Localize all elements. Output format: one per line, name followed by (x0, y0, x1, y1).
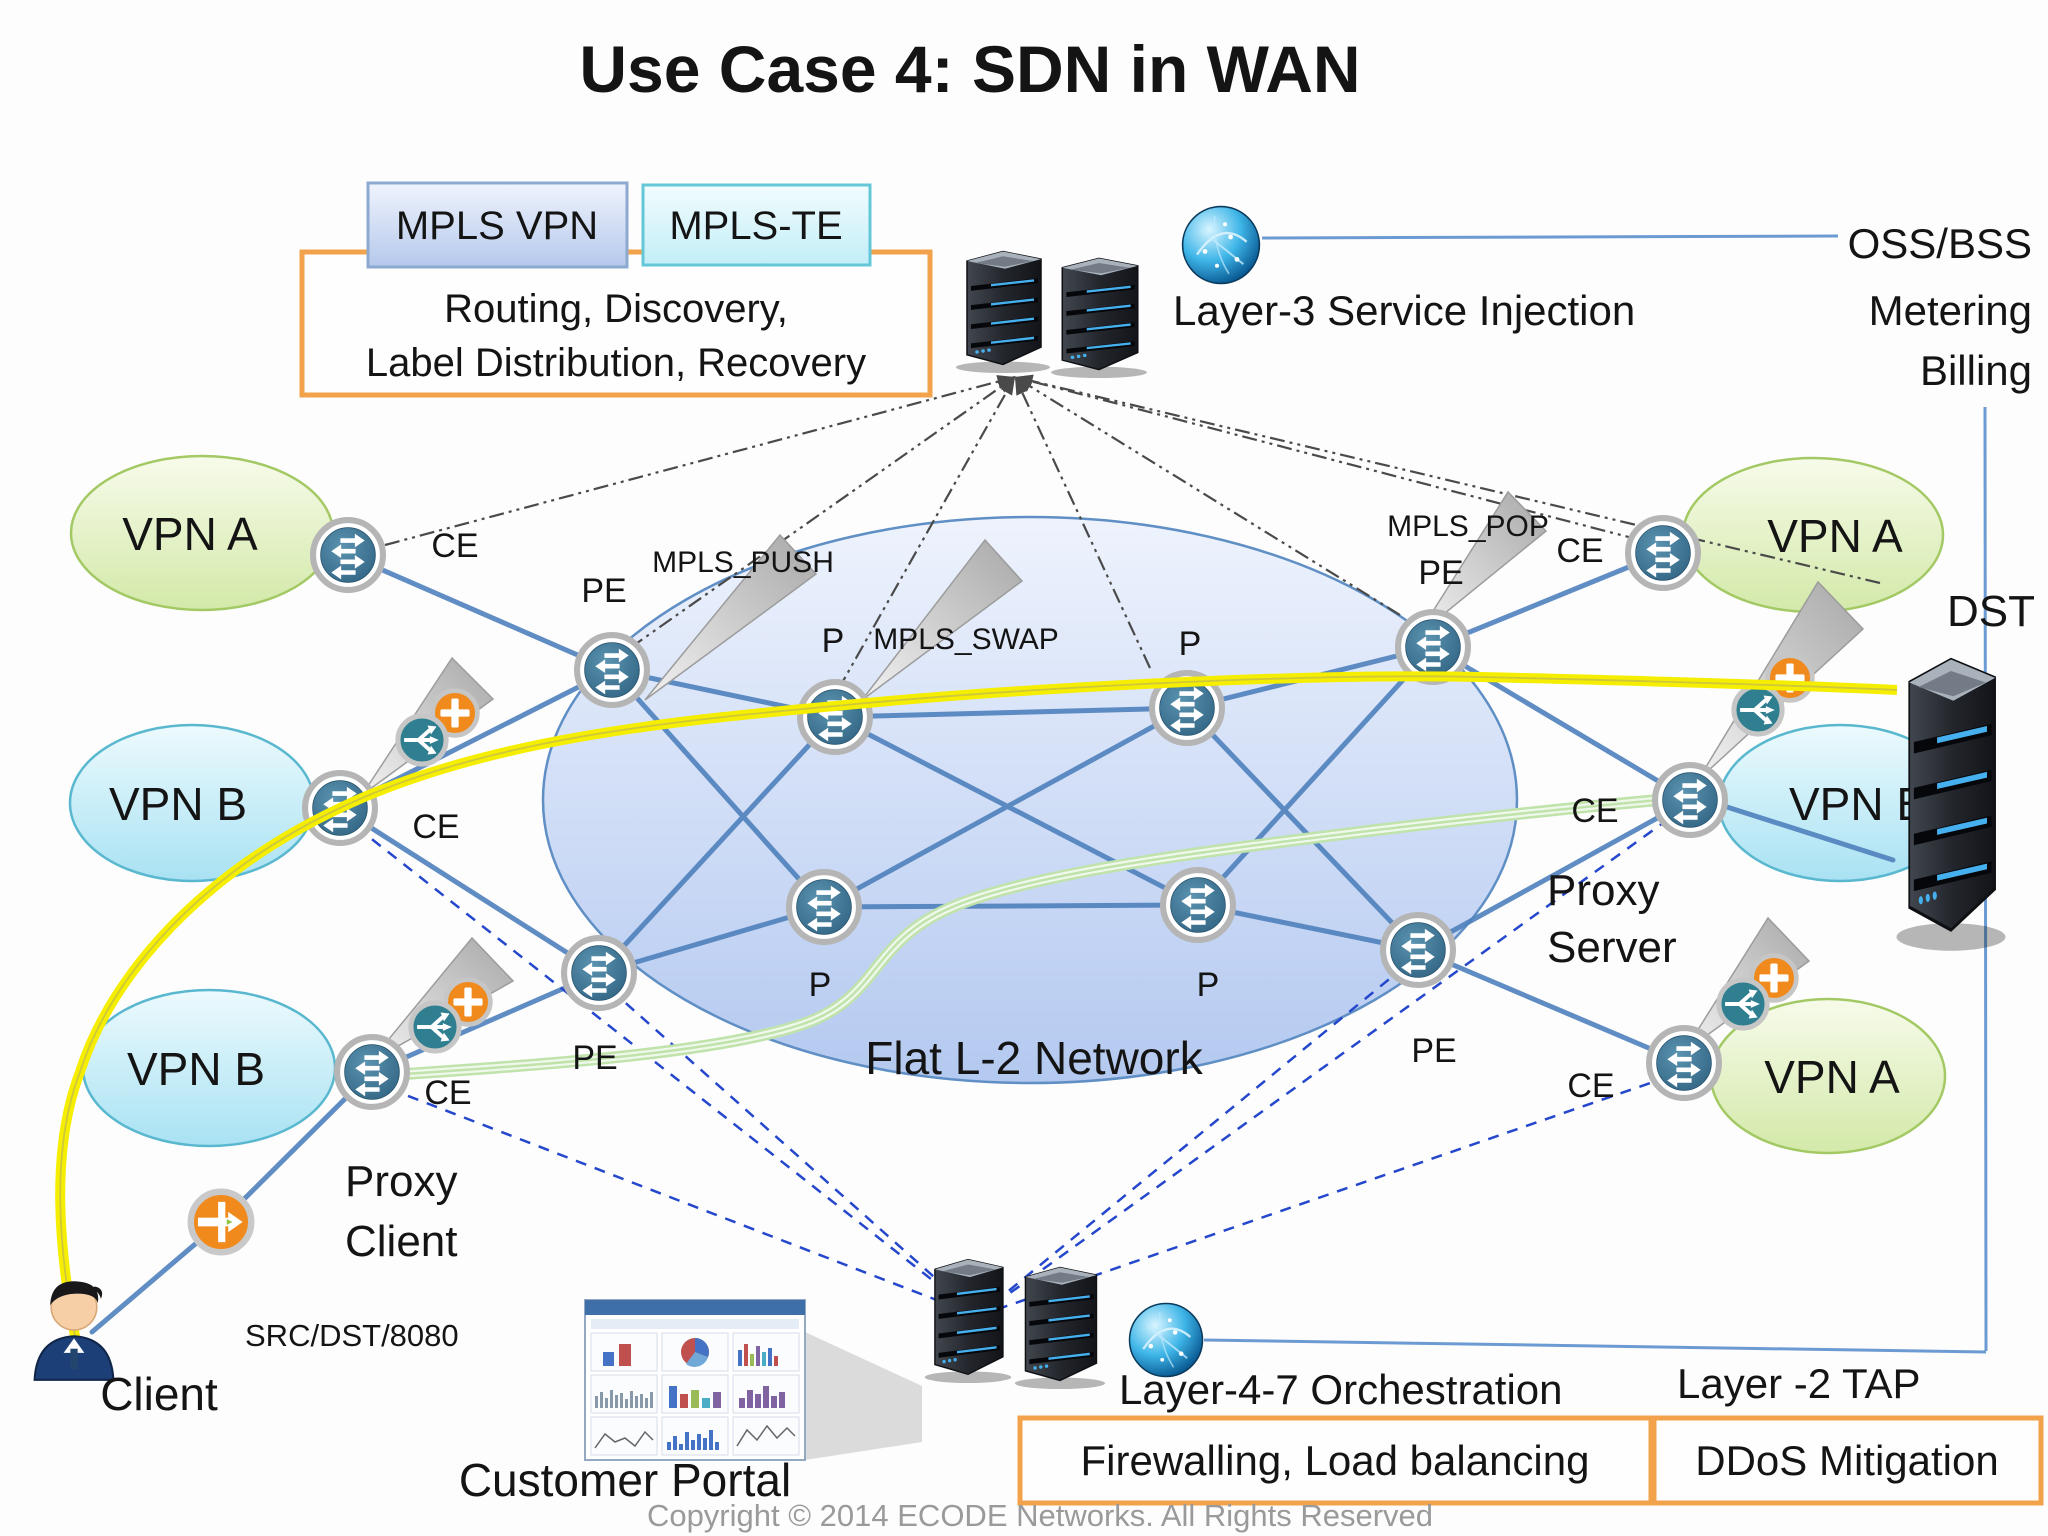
router-p-bottom-right-icon (1163, 870, 1233, 940)
proxy-client-label-2: Client (345, 1217, 458, 1266)
mpls-pop-label: MPLS_POP (1387, 510, 1549, 543)
page-title: Use Case 4: SDN in WAN (579, 32, 1360, 106)
router-ce-vpn-a-right-icon (1628, 518, 1698, 588)
p-label: P (1179, 625, 1202, 663)
client-label: Client (100, 1368, 218, 1420)
p-label: P (1197, 966, 1220, 1004)
layer2-tap-label: Layer -2 TAP (1677, 1360, 1921, 1407)
ce-label: CE (431, 527, 478, 565)
vpn-b-right-label: VPN B (1789, 778, 1927, 830)
pe-label: PE (581, 572, 626, 610)
pe-label: PE (572, 1039, 617, 1077)
vpn-a-bottom-right-label: VPN A (1764, 1051, 1900, 1103)
mpls-vpn-tag (366, 181, 629, 269)
mpls-vpn-label: MPLS VPN (396, 204, 598, 248)
ce-label: CE (1567, 1067, 1614, 1105)
mpls-push-flag (644, 533, 818, 701)
router-ce-vpn-a-bottom-right-icon (1649, 1028, 1719, 1098)
ce-label: CE (1571, 792, 1618, 830)
dst-label: DST (1947, 587, 2035, 636)
router-pe-bottom-right-icon (1383, 915, 1453, 985)
ddos-box (1651, 1415, 2044, 1506)
mpls-operation-labels: MPLS_PUSH MPLS_SWAP MPLS_POP (652, 510, 1549, 656)
mpls-push-label: MPLS_PUSH (652, 546, 834, 579)
layer47-orchestration-label: Layer-4-7 Orchestration (1119, 1366, 1563, 1413)
firewalling-box (1017, 1415, 1654, 1506)
load-balancer-icon (1734, 686, 1782, 734)
proxy-server-label-2: Server (1547, 923, 1677, 972)
load-balancer-icon (398, 716, 446, 764)
routing-functions-box (299, 249, 933, 398)
router-p-bottom-left-icon (789, 872, 859, 942)
src-dst-port-label: SRC/DST/8080 (245, 1318, 459, 1353)
layer3-service-injection-label: Layer-3 Service Injection (1173, 287, 1635, 334)
pe-label: PE (1418, 554, 1463, 592)
routing-box-line2: Label Distribution, Recovery (366, 341, 866, 385)
customer-portal-dashboard (584, 1299, 806, 1461)
network-globe-icon (1181, 205, 1261, 285)
mpls-te-label: MPLS-TE (669, 204, 842, 248)
customer-portal-label: Customer Portal (459, 1454, 791, 1506)
load-balancer-icon (411, 1003, 459, 1051)
oss-bss-label: OSS/BSS (1848, 220, 2032, 267)
vpn-a-right-label: VPN A (1767, 510, 1903, 562)
node-labels: CE PE CE CE PE P P P P PE CE CE PE CE (412, 527, 1618, 1112)
p-label: P (809, 966, 832, 1004)
router-ce-vpn-b-right-icon (1655, 765, 1725, 835)
vpn-b-left-label: VPN B (109, 778, 247, 830)
mpls-swap-label: MPLS_SWAP (873, 623, 1059, 656)
ddos-label: DDoS Mitigation (1695, 1437, 1998, 1484)
vpn-b-bottom-left-label: VPN B (127, 1043, 265, 1095)
ce-label: CE (412, 808, 459, 846)
router-ce-vpn-b-bottom-icon (337, 1037, 407, 1107)
firewalling-label: Firewalling, Load balancing (1081, 1437, 1590, 1484)
pe-label: PE (1411, 1032, 1456, 1070)
mpls-te-tag (641, 183, 872, 267)
flat-l2-network-cloud (541, 515, 1519, 1085)
green-service-path (349, 791, 1693, 1084)
billing-label: Billing (1920, 347, 2032, 394)
routing-box-line1: Routing, Discovery, (444, 287, 788, 331)
p-label: P (822, 622, 845, 660)
mpls-pop-flag (1417, 490, 1548, 636)
controller-rays (384, 374, 1881, 691)
load-balancer-icon (1719, 980, 1767, 1028)
proxy-server-label-1: Proxy (1547, 866, 1659, 915)
router-p-top-left-icon (800, 682, 870, 752)
router-pe-bottom-left-icon (564, 938, 634, 1008)
router-pe-left-icon (577, 635, 647, 705)
router-ce-vpn-a-left-icon (313, 520, 383, 590)
proxy-icon (191, 1192, 251, 1252)
mpls-swap-flag (861, 538, 1024, 701)
ce-label: CE (424, 1074, 471, 1112)
cloud-labels: VPN A VPN B VPN B VPN A VPN B VPN A Flat… (109, 508, 1927, 1103)
metering-label: Metering (1869, 287, 2032, 334)
proxy-client-label-1: Proxy (345, 1157, 457, 1206)
copyright: Copyright © 2014 ECODE Networks. All Rig… (647, 1498, 1433, 1533)
yellow-traffic-path (55, 671, 1898, 1353)
flat-l2-label: Flat L-2 Network (865, 1032, 1203, 1084)
ce-label: CE (1556, 532, 1603, 570)
vpn-a-left-label: VPN A (122, 508, 258, 560)
portal-projection-beam (805, 1332, 922, 1460)
